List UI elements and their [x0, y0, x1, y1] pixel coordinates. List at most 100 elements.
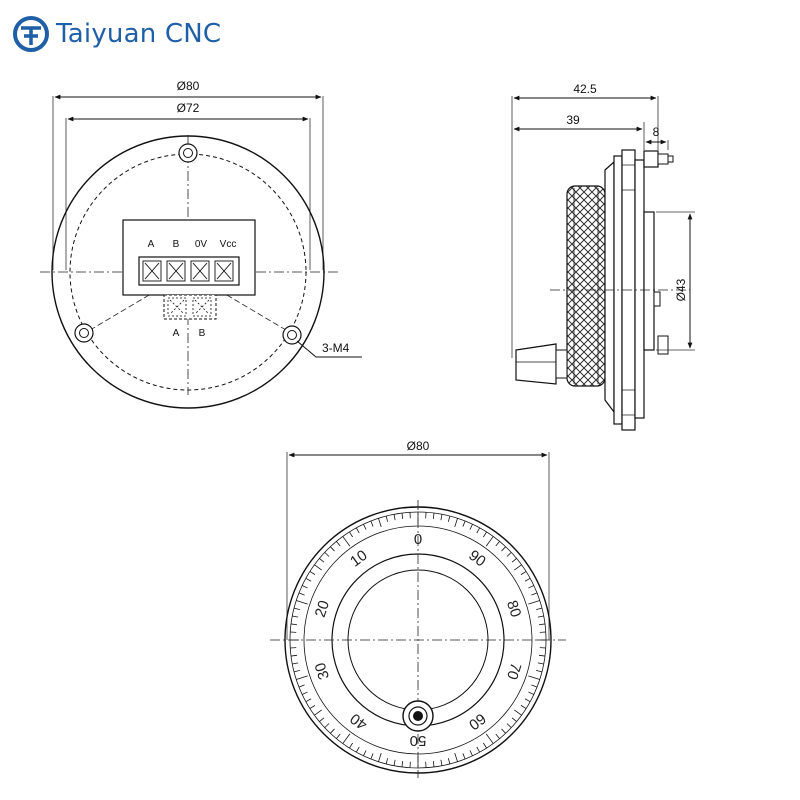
front-outer-diameter-label: Ø80 — [177, 79, 200, 93]
dial-tick — [536, 669, 543, 673]
dial-scale-number: 10 — [347, 547, 370, 571]
side-view: 42.5 39 8 — [511, 82, 695, 431]
dial-tick — [298, 592, 305, 596]
dial-tick — [537, 615, 544, 618]
brand-name: Taiyuan CNC — [56, 19, 222, 49]
mount-hole-left — [74, 323, 94, 343]
dial-tick — [330, 728, 335, 734]
mount-label: 3-M4 — [322, 341, 350, 355]
front-view: Ø80 Ø72 3-M4 A B — [40, 79, 362, 409]
dial-tick — [393, 514, 396, 521]
dial-tick — [349, 742, 353, 749]
encoder-body — [643, 211, 655, 351]
dial-tick — [432, 512, 435, 520]
dial-tick — [324, 723, 330, 728]
dial-tick — [355, 746, 360, 753]
dial-scale-number: 30 — [312, 661, 333, 682]
front-inner-diameter-label: Ø72 — [177, 101, 200, 115]
dial-tick — [401, 512, 404, 520]
terminal-label-0v: 0V — [195, 239, 208, 250]
dial-tick — [393, 759, 396, 766]
dial-scale-number: 40 — [347, 710, 370, 734]
dial-tick — [349, 531, 353, 538]
dial-tick — [296, 600, 308, 605]
dial-tick — [454, 753, 458, 762]
dial-tick — [292, 662, 299, 665]
dial-tick — [501, 728, 506, 734]
dial-tick — [385, 758, 389, 765]
crank-handle-icon — [402, 700, 434, 732]
dial-tick — [447, 758, 451, 765]
terminal-block-upper — [138, 256, 240, 286]
dial-tick — [355, 527, 360, 534]
dial-tick — [483, 531, 487, 538]
dial-tick — [520, 571, 527, 575]
lower-terminal-label-b: B — [199, 328, 206, 339]
dial-tick — [305, 698, 312, 703]
dial-tick — [531, 592, 538, 596]
dial-tick — [485, 536, 494, 547]
dial-tick — [514, 564, 522, 571]
dial-tick — [495, 541, 500, 547]
brand-logo-icon — [13, 16, 49, 52]
dial-scale-number: 90 — [465, 547, 488, 571]
dial-tick — [298, 684, 305, 688]
dial-tick — [520, 705, 527, 709]
dial-tick — [485, 733, 494, 744]
dial-tick — [514, 709, 522, 716]
side-body-length-label: 39 — [566, 113, 580, 127]
dial-tick — [330, 546, 335, 552]
dial-tick — [342, 536, 351, 547]
side-overall-length-label: 42.5 — [573, 82, 597, 96]
dial-tick — [528, 600, 540, 605]
dial-tick — [302, 585, 308, 589]
mount-hole-top — [178, 143, 198, 163]
dial-tick — [401, 760, 404, 768]
dial-tick — [528, 585, 534, 589]
dial-scale-ticks — [290, 512, 546, 768]
dial-tick — [531, 684, 538, 688]
dial-tick — [495, 733, 500, 739]
dial-tick — [296, 675, 308, 680]
dial-tick — [511, 717, 517, 722]
side-shaft-label: 8 — [653, 125, 660, 139]
dial-tick — [476, 527, 481, 534]
crank-knob — [515, 343, 568, 385]
dial-tick — [528, 691, 534, 695]
dial-tick — [305, 577, 312, 582]
dial-tick — [440, 759, 443, 766]
dial-tick — [440, 514, 443, 521]
terminal-label-b: B — [173, 239, 180, 250]
dial-tick — [462, 753, 466, 760]
dial-scale-number: 20 — [312, 598, 333, 619]
terminal-label-a: A — [148, 239, 155, 250]
dial-tick — [378, 518, 382, 527]
dial-tick — [370, 520, 374, 527]
dial-tick — [506, 552, 512, 557]
dial-tick — [506, 723, 512, 728]
dial-scale-number: 80 — [503, 598, 524, 619]
dial-tick — [524, 577, 531, 582]
dial-tick — [476, 746, 481, 753]
dial-tick — [378, 753, 382, 762]
dial-tick — [483, 742, 487, 749]
lower-terminal-label-a: A — [173, 328, 180, 339]
dial-tick — [370, 753, 374, 760]
dial-tick — [385, 515, 389, 522]
dial-tick — [363, 524, 367, 530]
dial-tick — [528, 675, 540, 680]
dial-tick — [363, 750, 367, 756]
dial-tick — [290, 654, 298, 657]
dial-tick — [469, 750, 473, 756]
dial-tick — [432, 760, 435, 768]
dial-tick — [511, 558, 517, 563]
dial-tick — [501, 546, 506, 552]
dial-tick — [293, 607, 300, 611]
dial-scale-number: 70 — [503, 661, 524, 682]
dial-tick — [309, 571, 316, 575]
dial-diameter-label: Ø80 — [407, 439, 430, 453]
dial-tick — [469, 524, 473, 530]
dial-tick — [536, 607, 543, 611]
